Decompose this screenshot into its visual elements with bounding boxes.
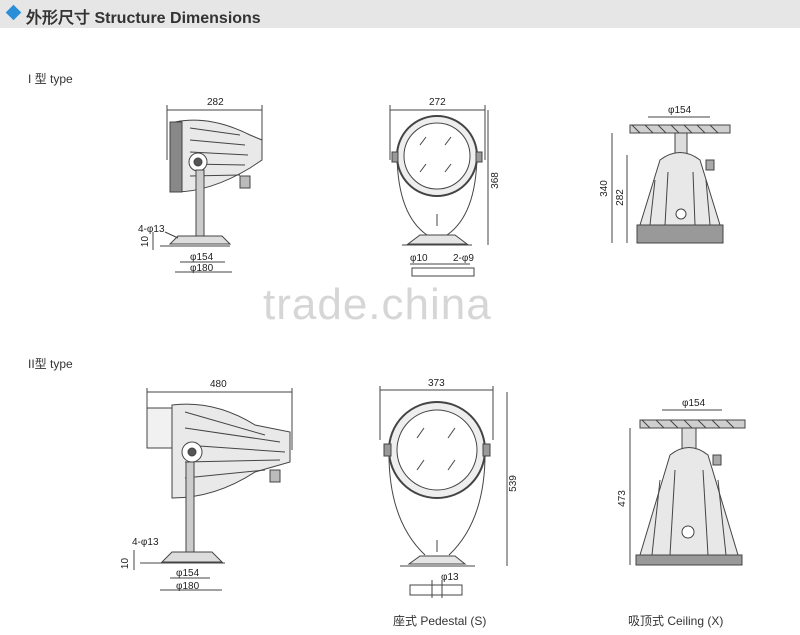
dim-width-282: 282	[207, 97, 224, 108]
header-bar	[0, 0, 800, 28]
dim-width-272: 272	[429, 97, 446, 108]
caption-pedestal: 座式 Pedestal (S)	[393, 614, 487, 628]
dim-d180-ii: φ180	[176, 581, 200, 592]
dim-width-480: 480	[210, 379, 227, 390]
lamp-ceiling-view-1	[611, 116, 731, 244]
dim-2-d9: 2-φ9	[453, 253, 474, 264]
dim-height-282: 282	[614, 189, 626, 206]
dim-height-340: 340	[598, 180, 610, 197]
dim-height-473: 473	[616, 490, 628, 507]
watermark: trade.china	[263, 280, 492, 329]
dim-bolt-4-13: 4-φ13	[138, 224, 165, 235]
lamp-side-view-2	[133, 388, 293, 591]
dim-width-373: 373	[428, 378, 445, 389]
lamp-ceiling-view-2	[629, 409, 746, 566]
caption-ceiling: 吸顶式 Ceiling (X)	[628, 614, 724, 628]
section1-label: I 型 type	[28, 72, 73, 86]
lamp-front-view-1	[389, 105, 489, 277]
dim-d154: φ154	[190, 252, 214, 263]
dim-d180: φ180	[190, 263, 214, 274]
page-title: 外形尺寸 Structure Dimensions	[26, 10, 261, 27]
dim-d154-ii: φ154	[176, 568, 200, 579]
dim-height-10: 10	[140, 235, 152, 248]
dim-height-368: 368	[489, 172, 501, 189]
dim-ceiling-d154: φ154	[668, 105, 692, 116]
section2-label: II型 type	[28, 357, 73, 371]
dim-d13: φ13	[441, 572, 459, 583]
dim-ceiling-d154-ii: φ154	[682, 398, 706, 409]
lamp-front-view-2	[379, 386, 508, 598]
dim-bolt-4-13-ii: 4-φ13	[132, 537, 159, 548]
dim-height-10-ii: 10	[120, 557, 132, 570]
dim-height-539: 539	[507, 475, 519, 492]
dim-d10: φ10	[410, 253, 428, 264]
lamp-side-view-1	[152, 105, 263, 273]
